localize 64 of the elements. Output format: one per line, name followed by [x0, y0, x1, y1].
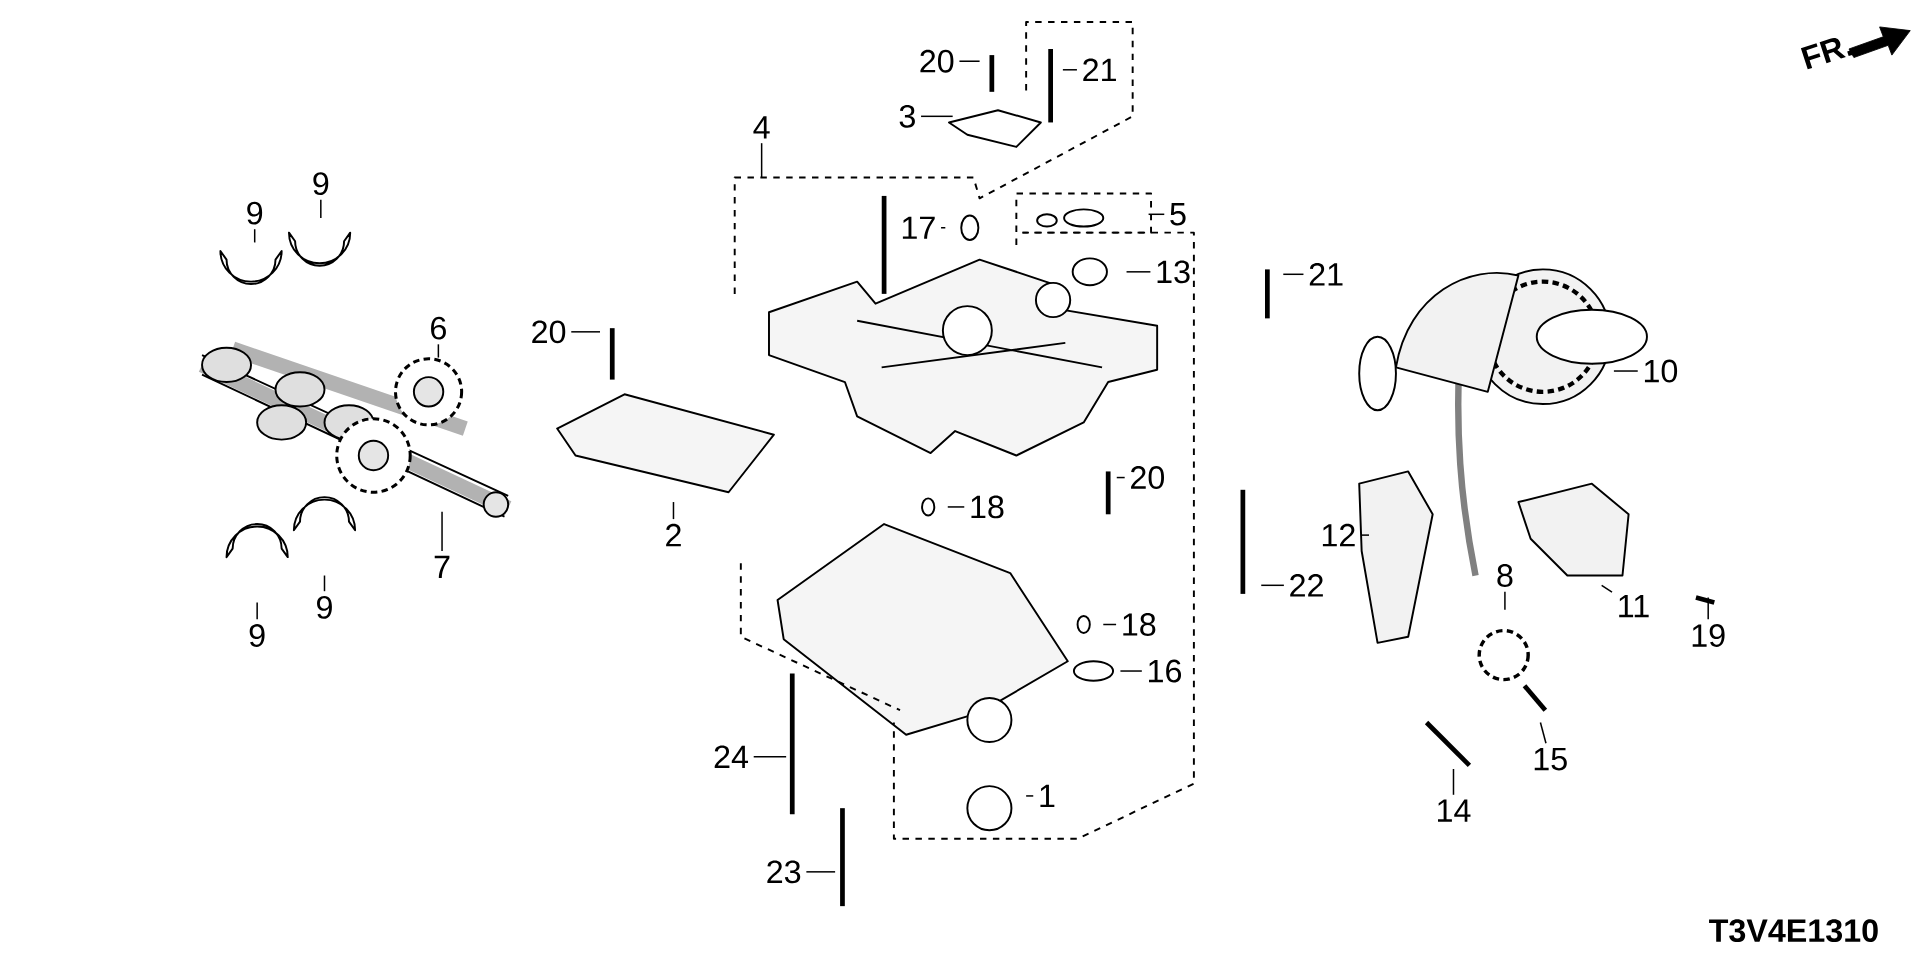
callout-number: 20: [532, 320, 566, 344]
leader-line: [1504, 590, 1506, 611]
callout-number: 17: [902, 216, 935, 239]
leader-line: [1360, 534, 1370, 536]
leader-line: [1062, 69, 1078, 71]
callout-number: 11: [1619, 595, 1649, 618]
callout-number: 21: [1083, 58, 1116, 82]
callout-number: 9: [313, 172, 329, 196]
leader-line: [320, 199, 322, 219]
leader-line: [1119, 670, 1143, 672]
diagram-code: T3V4E1310: [1709, 919, 1878, 943]
leader-line: [1282, 273, 1305, 276]
leader-line: [1260, 584, 1285, 587]
callout-number: 10: [1644, 359, 1678, 383]
leader-line: [958, 60, 981, 62]
callout-number: 13: [1157, 260, 1190, 284]
leader-line: [1116, 476, 1126, 479]
callout-number: 8: [1497, 564, 1513, 587]
callout-number: 2: [666, 523, 681, 547]
callout-number: 21: [1309, 263, 1343, 286]
callout-number: 18: [1123, 613, 1156, 636]
callout-number: 7: [434, 555, 450, 579]
callout-number: 4: [753, 116, 770, 139]
callout-number: 1: [1040, 784, 1055, 808]
callout-number: 12: [1322, 523, 1355, 547]
callout-number: 20: [1131, 466, 1165, 489]
callout-number: 5: [1170, 203, 1186, 226]
leader-line: [437, 343, 440, 359]
leader-line: [1025, 795, 1034, 797]
leader-line: [1125, 271, 1152, 273]
callout-number: 15: [1534, 747, 1567, 771]
callout-number: 6: [431, 316, 446, 340]
callout-number: 22: [1290, 574, 1323, 597]
leader-line: [323, 574, 326, 592]
callout-number: 3: [899, 104, 915, 128]
leader-line: [947, 506, 966, 508]
leader-line: [256, 601, 258, 621]
leader-line: [920, 115, 954, 118]
leader-line: [570, 331, 601, 333]
direction-label: FR.: [1800, 38, 1853, 70]
leader-line: [1452, 768, 1455, 796]
leader-line: [1147, 213, 1166, 216]
leader-line: [441, 511, 443, 552]
leader-line: [253, 228, 256, 244]
callout-number: 18: [971, 495, 1004, 519]
leader-line: [1707, 596, 1709, 621]
leader-line: [805, 871, 836, 873]
callout-number: 9: [317, 595, 332, 619]
leader-line: [940, 227, 947, 229]
leader-line: [1613, 370, 1639, 372]
leader-line: [1539, 721, 1547, 744]
callout-number: 24: [714, 745, 749, 768]
callout-number: 19: [1692, 624, 1725, 647]
leader-line: [672, 501, 675, 520]
callout-number: 14: [1438, 799, 1471, 822]
callout-number: 9: [249, 624, 265, 647]
leader-line: [752, 756, 787, 758]
callout-number: 20: [920, 49, 954, 73]
callout-number: 23: [767, 860, 801, 884]
leader-line: [1600, 584, 1613, 593]
callout-number: 16: [1149, 659, 1182, 683]
leader-line: [760, 142, 763, 179]
callout-number: 9: [247, 201, 263, 225]
leader-line: [1102, 623, 1117, 626]
